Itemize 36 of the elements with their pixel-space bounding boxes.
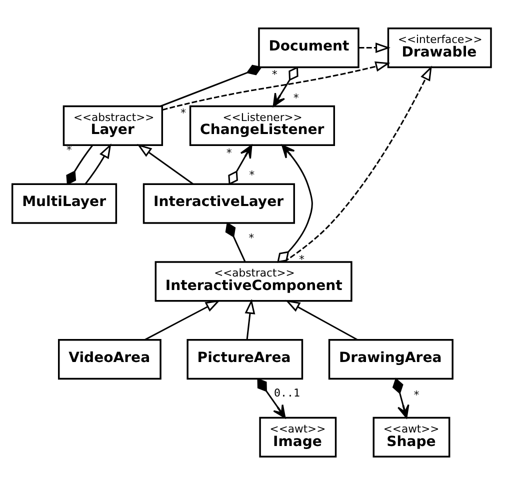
arrow xyxy=(257,378,286,418)
edge-label: * xyxy=(226,146,232,159)
arrow xyxy=(228,144,252,185)
arrow xyxy=(284,65,432,262)
arrow xyxy=(244,298,256,340)
edge-label: * xyxy=(413,388,420,402)
label: * xyxy=(271,67,278,80)
node-box: MultiLayer xyxy=(11,182,118,224)
node-box: <<awt>> Image xyxy=(259,416,337,458)
node-box: InteractiveLayer xyxy=(142,182,295,224)
connector xyxy=(66,144,93,185)
node-box: DrawingArea xyxy=(328,338,454,380)
arrow xyxy=(285,299,358,340)
connector xyxy=(225,222,246,262)
node-box: <<Listener>> ChangeListener xyxy=(189,104,335,146)
edge-label: * xyxy=(292,90,300,104)
edge-label: * xyxy=(180,106,186,120)
arrow xyxy=(137,143,194,184)
arrow xyxy=(392,377,410,418)
arrow xyxy=(84,142,112,184)
node-box: Document xyxy=(258,26,360,68)
node-box: PictureArea xyxy=(186,338,304,380)
node-box: <<awt>> Shape xyxy=(372,416,450,458)
arrow xyxy=(272,66,298,106)
label: * xyxy=(248,168,256,181)
node-box: <<abstract>> InteractiveComponent xyxy=(154,260,352,302)
arrow xyxy=(162,60,390,110)
connector xyxy=(160,64,262,106)
arrow xyxy=(144,299,220,340)
node-box: <<abstract>> Layer xyxy=(62,104,164,146)
node-box: VideoArea xyxy=(58,338,162,380)
node-box: <<interface>> Drawable xyxy=(387,26,492,68)
edge-label: 0..1 xyxy=(274,386,300,400)
arrow xyxy=(277,144,313,262)
edge-label: * xyxy=(248,231,255,244)
arrow xyxy=(358,42,390,53)
